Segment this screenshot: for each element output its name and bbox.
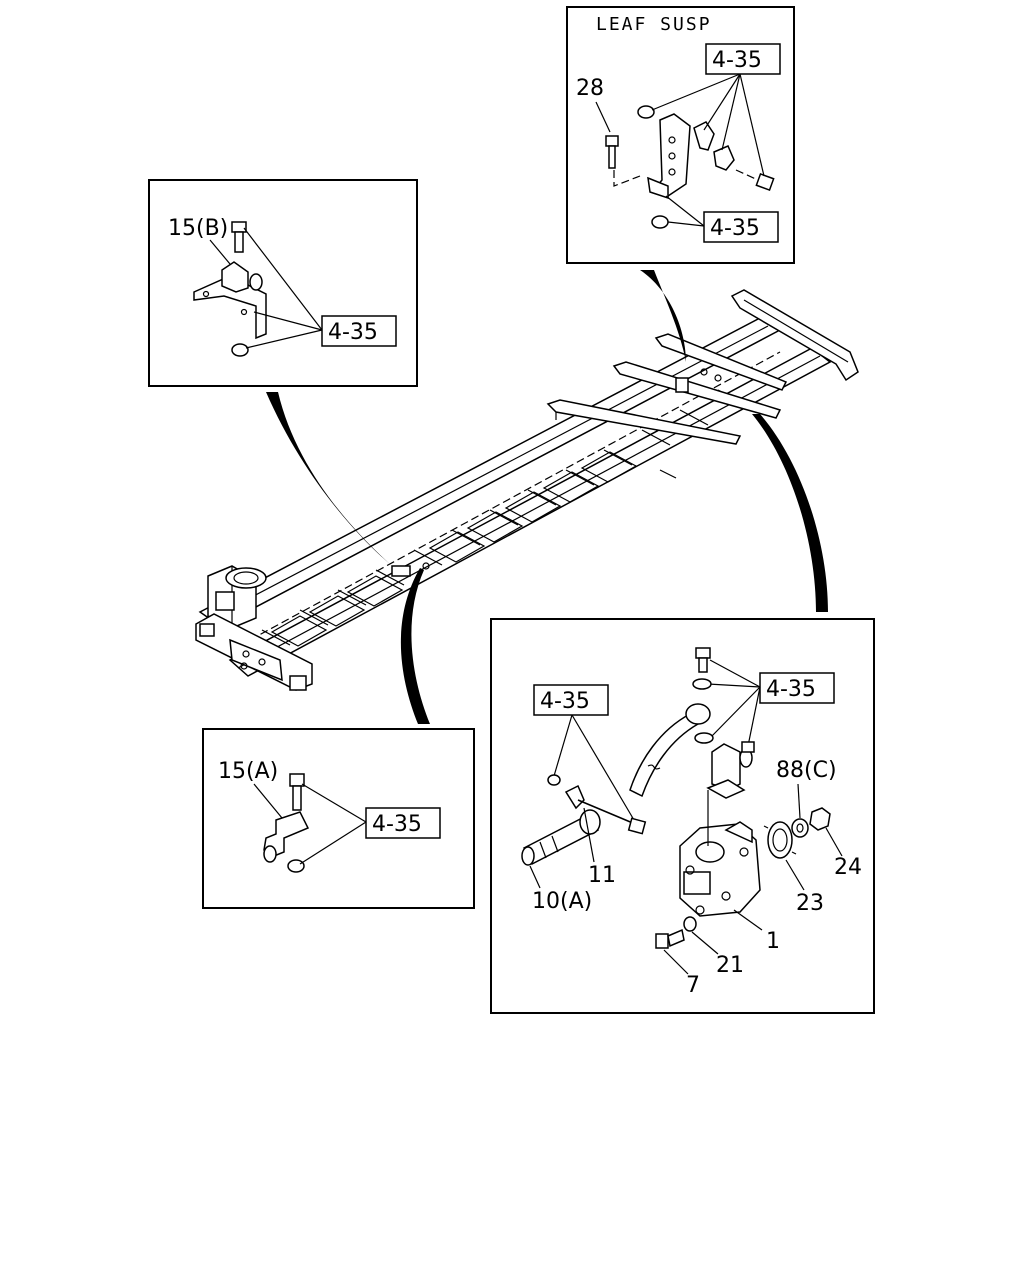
gear-part [763,821,797,859]
label-28: 28 [576,76,604,101]
panel-title: LEAF SUSP [596,14,712,35]
label-88c: 88(C) [776,758,837,783]
label-10a: 10(A) [532,889,592,914]
ref-4-35: 4-35 [328,320,378,345]
bolt-part [605,135,619,169]
label-21: 21 [716,953,744,978]
chassis-frame [195,289,859,691]
label-11: 11 [588,863,616,888]
ref-4-35: 4-35 [372,812,422,837]
panel-pump: 4-35 4-35 [490,618,875,1014]
label-7: 7 [686,973,700,998]
callout-arcs [266,270,828,724]
ref-4-35: 4-35 [540,689,590,714]
panel-leaf-susp: LEAF SUSP 28 4-35 4-35 [566,6,795,264]
label-24: 24 [834,855,862,880]
label-23: 23 [796,891,824,916]
ref-4-35: 4-35 [710,216,760,241]
ref-4-35: 4-35 [712,48,762,73]
label-1: 1 [766,929,780,954]
ref-4-35: 4-35 [766,677,816,702]
label-15b: 15(B) [168,216,228,241]
panel-bracket-a: 15(A) 4-35 [202,728,475,909]
panel-bracket-b: 15(B) 4-35 [148,179,418,387]
label-15a: 15(A) [218,759,278,784]
pump-body [679,790,761,917]
